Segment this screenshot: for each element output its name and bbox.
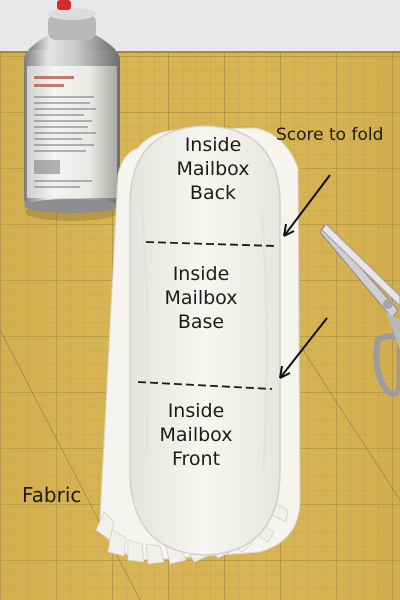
- score-to-fold-label: Score to fold: [276, 125, 384, 145]
- mailbox-board: [129, 125, 281, 556]
- arrow-icon: [279, 317, 328, 379]
- board-section-label-front: Inside Mailbox Front: [159, 400, 233, 470]
- board-section-label-base: Inside Mailbox Base: [164, 263, 238, 333]
- board-section-label-back: Inside Mailbox Back: [176, 134, 250, 204]
- scissors-icon: [319, 223, 400, 397]
- score-line-bottom: [137, 381, 273, 390]
- spray-can-icon: [24, 0, 120, 221]
- arrow-icon: [283, 174, 331, 237]
- fabric-label: Fabric: [22, 483, 82, 507]
- score-line-top: [145, 241, 277, 247]
